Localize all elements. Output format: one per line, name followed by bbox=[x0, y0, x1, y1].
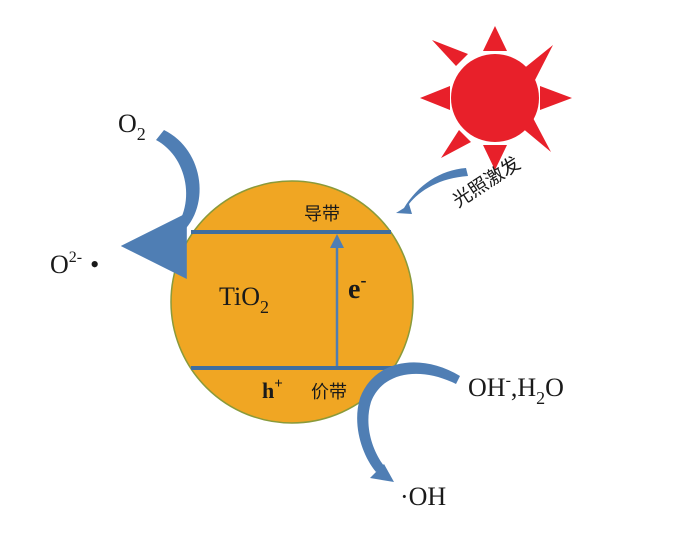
tio2-particle bbox=[170, 180, 414, 424]
hydroxyl-oxidation-arrow bbox=[357, 362, 460, 482]
conduction-band-label: 导带 bbox=[304, 204, 340, 225]
oxygen-reactant: O2 bbox=[118, 109, 146, 144]
sun-icon bbox=[420, 26, 572, 170]
hydroxyl-radical-product: ·OH bbox=[400, 482, 446, 511]
oxygen-reduction-arrow bbox=[120, 130, 200, 279]
excitation-label: 光照激发 bbox=[449, 152, 525, 212]
particle-body bbox=[170, 180, 414, 424]
sun-rays bbox=[420, 26, 572, 170]
hole-label: h+ bbox=[262, 376, 283, 403]
superoxide-product: O2-• bbox=[50, 249, 99, 279]
hydroxyl-reactants: OH-,H2O bbox=[468, 372, 564, 408]
excitation-arrow bbox=[396, 168, 468, 214]
valence-band-label: 价带 bbox=[311, 382, 347, 403]
tio2-label: TiO2 bbox=[219, 282, 269, 317]
electron-transition-arrowhead bbox=[330, 234, 344, 248]
sun-disc bbox=[451, 54, 539, 142]
electron-label: e- bbox=[348, 270, 366, 305]
